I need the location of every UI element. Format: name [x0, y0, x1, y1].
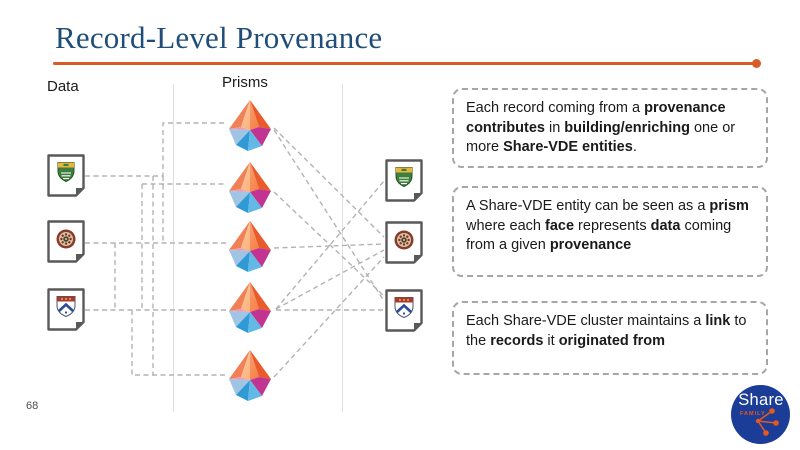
- green-shield-seal-icon: [395, 167, 413, 188]
- data-column-label: Data: [47, 78, 79, 95]
- molecule-icon: [755, 408, 779, 436]
- round-maroon-seal-icon: [56, 229, 76, 249]
- callout-record-contributes: Each record coming from a provenance con…: [452, 88, 768, 168]
- share-family-logo: Share FAMILY: [731, 385, 790, 444]
- logo-family-text: FAMILY: [740, 411, 766, 417]
- green-shield-seal-icon: [57, 162, 75, 183]
- entity-record-doc-alberta: [385, 159, 423, 202]
- callout-text: Each record coming from a provenance con…: [466, 100, 736, 156]
- vertical-guide-line: [342, 84, 343, 412]
- page-title: Record-Level Provenance: [55, 20, 383, 55]
- prism-gem-icon: [229, 162, 272, 213]
- callout-text: Each Share-VDE cluster maintains a link …: [466, 313, 747, 349]
- round-maroon-seal-icon: [394, 230, 414, 250]
- prism-gem-icon: [229, 350, 272, 401]
- prism-gem-icon: [229, 221, 272, 272]
- entity-record-doc-round-seal: [385, 221, 423, 264]
- callout-entity-prism: A Share-VDE entity can be seen as a pris…: [452, 186, 768, 277]
- callout-cluster-link: Each Share-VDE cluster maintains a link …: [452, 301, 768, 375]
- vertical-guide-line: [173, 84, 174, 412]
- penn-shield-seal-icon: [56, 296, 76, 318]
- source-record-doc-round-seal: [47, 220, 85, 263]
- page-number: 68: [26, 400, 39, 412]
- callout-text: A Share-VDE entity can be seen as a pris…: [466, 198, 749, 254]
- logo-brand-text: Share: [738, 391, 784, 409]
- prisms-column-label: Prisms: [222, 74, 268, 91]
- title-underline: [53, 62, 757, 65]
- source-record-doc-penn: [47, 288, 85, 331]
- prism-gem-icon: [229, 282, 272, 333]
- title-underline-end-dot: [752, 59, 761, 68]
- source-record-doc-alberta: [47, 154, 85, 197]
- entity-record-doc-penn: [385, 289, 423, 332]
- penn-shield-seal-icon: [394, 297, 414, 319]
- prism-gem-icon: [229, 100, 272, 151]
